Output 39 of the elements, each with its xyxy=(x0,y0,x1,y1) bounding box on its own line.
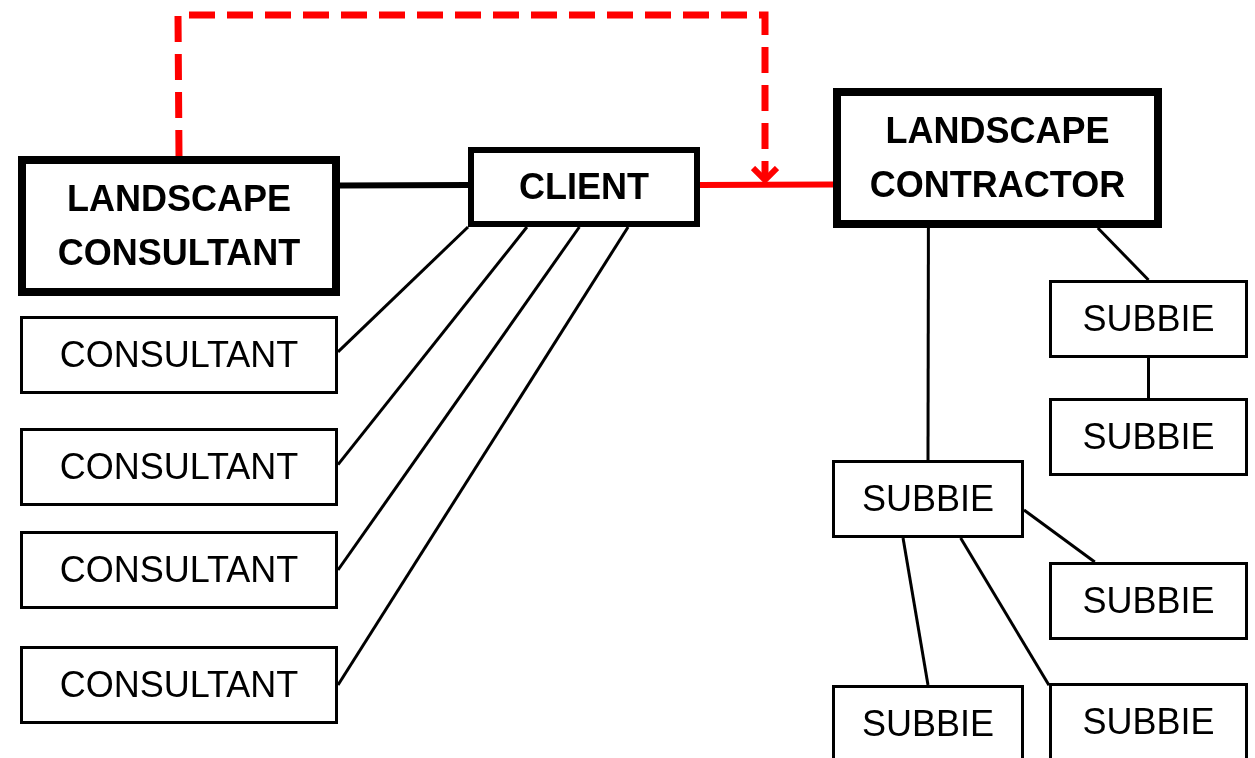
role-box xyxy=(1049,398,1248,476)
role-box xyxy=(18,156,340,296)
role-label: CONSULTANT xyxy=(59,548,299,592)
connector-line xyxy=(336,225,470,353)
role-box xyxy=(832,685,1024,758)
role-box xyxy=(20,646,338,724)
role-box xyxy=(20,428,338,506)
role-label: SUBBIE xyxy=(1082,700,1215,744)
role-box xyxy=(832,460,1024,538)
role-box xyxy=(468,147,700,227)
connector-line xyxy=(1023,508,1096,564)
role-box xyxy=(20,531,338,609)
role-label: SUBBIE xyxy=(1082,415,1215,459)
connector-line xyxy=(336,226,529,466)
arrow xyxy=(174,11,780,183)
role-box xyxy=(1049,280,1248,358)
role-label: SUBBIE xyxy=(1082,579,1215,623)
connector-line xyxy=(1147,358,1150,398)
role-label: LANDSCAPE CONTRACTOR xyxy=(868,109,1127,207)
connector-line xyxy=(336,226,581,571)
role-label: CONSULTANT xyxy=(59,333,299,377)
connector-line xyxy=(959,537,1051,687)
role-box xyxy=(1049,683,1248,758)
role-box xyxy=(1049,562,1248,640)
role-label: SUBBIE xyxy=(861,702,994,746)
connector-line xyxy=(340,182,468,189)
connector-line xyxy=(926,228,930,460)
role-label: CONSULTANT xyxy=(59,445,299,489)
role-label: CONSULTANT xyxy=(59,663,299,707)
role-label: CLIENT xyxy=(519,165,649,209)
role-label: SUBBIE xyxy=(1082,297,1215,341)
role-box xyxy=(833,88,1162,228)
role-box xyxy=(20,316,338,394)
connector-line xyxy=(700,181,833,188)
role-label: SUBBIE xyxy=(861,477,994,521)
role-label: LANDSCAPE CONSULTANT xyxy=(56,177,302,275)
connector-line xyxy=(336,226,630,686)
connector-line xyxy=(901,537,930,686)
connector-line xyxy=(1096,226,1150,282)
